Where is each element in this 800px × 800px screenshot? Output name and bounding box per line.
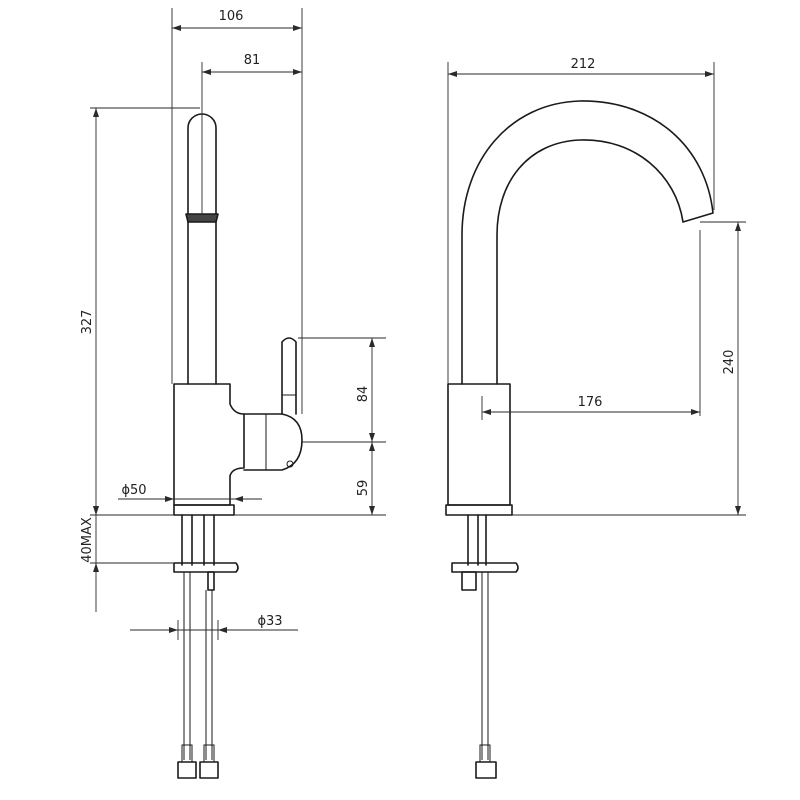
front-view [173,113,303,779]
side-spout [461,100,714,385]
side-base-plate [445,504,513,516]
side-view [445,100,714,779]
side-body [447,383,511,506]
front-hose-nut-right [199,761,219,779]
front-lever [281,337,297,415]
front-hose-nut-left [177,761,197,779]
dim-label-phi33: ϕ33 [257,614,282,629]
side-fixing-plate [451,562,519,573]
side-dimensions: 212 240 176 [447,57,746,516]
dim-label-59: 59 [356,480,371,497]
dim-label-176: 176 [578,395,603,410]
dim-label-240: 240 [722,350,737,375]
dim-label-40max: 40MAX [80,517,95,563]
front-dimensions: 106 81 327 40MAX 84 59 ϕ50 [80,8,386,640]
front-aerator [185,213,219,223]
side-hose-nut [475,761,497,779]
dim-label-84: 84 [356,386,371,403]
front-body [173,383,245,506]
front-base-plate [173,504,235,516]
dim-label-81: 81 [244,53,261,68]
front-fixing-plate [173,562,239,573]
dim-label-212: 212 [571,57,596,72]
front-handle-housing [243,413,303,471]
dim-label-106: 106 [219,9,244,24]
dim-label-phi50: ϕ50 [121,483,146,498]
dim-label-327: 327 [80,310,95,335]
